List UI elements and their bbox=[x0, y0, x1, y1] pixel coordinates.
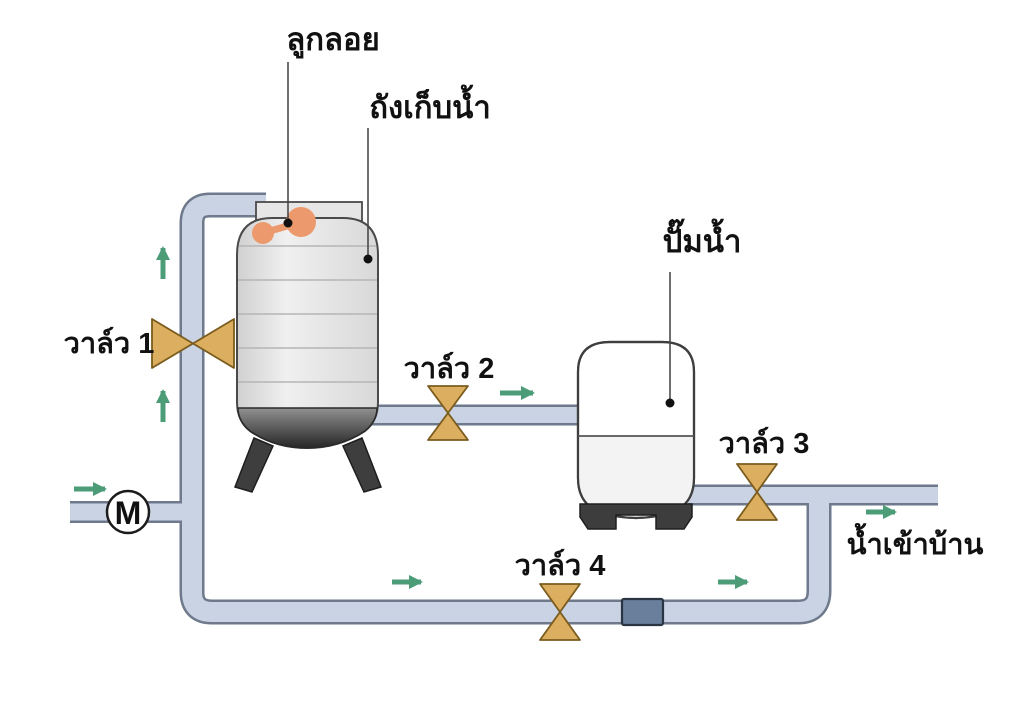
valve-1 bbox=[151, 318, 235, 369]
valve-4-bottom-wing bbox=[539, 611, 581, 641]
float-label: ลูกลอย bbox=[286, 22, 380, 59]
meter-label: M bbox=[115, 495, 142, 531]
leader-dots bbox=[283, 218, 675, 408]
valve-1-left-wing bbox=[151, 318, 194, 369]
valve-2-bottom-wing bbox=[427, 412, 469, 441]
labels: ลูกลอย ถังเก็บน้ำ ปั๊มน้ำ วาล์ว 1 วาล์ว … bbox=[64, 22, 984, 582]
float-leader-dot bbox=[283, 218, 293, 228]
valve-2-label: วาล์ว 2 bbox=[404, 351, 495, 385]
tank-leg-right bbox=[341, 437, 382, 493]
flow-arrows bbox=[74, 246, 897, 589]
pipe-network bbox=[70, 192, 938, 625]
valve-3-top-wing bbox=[736, 463, 778, 493]
valve-2 bbox=[427, 385, 469, 441]
tank-leg-left bbox=[234, 437, 275, 493]
check-valve-fitting bbox=[620, 597, 665, 627]
valve-3-bottom-wing bbox=[736, 491, 778, 521]
meter-circle bbox=[105, 489, 151, 535]
float-ball bbox=[286, 207, 316, 237]
tank-ribs bbox=[238, 245, 377, 383]
valve-1-label: วาล์ว 1 bbox=[64, 326, 155, 360]
valve-3-label: วาล์ว 3 bbox=[719, 426, 810, 460]
valve-4 bbox=[539, 583, 581, 641]
bypass-loop-pipe bbox=[182, 195, 829, 622]
water-meter: M bbox=[105, 489, 151, 535]
pump-base bbox=[579, 503, 693, 530]
water-pump bbox=[576, 340, 696, 530]
pump-lower-shell bbox=[579, 436, 693, 517]
pump-label: ปั๊มน้ำ bbox=[663, 218, 742, 259]
valve-4-label: วาล์ว 4 bbox=[515, 548, 606, 582]
valve-3 bbox=[736, 463, 778, 521]
tank-bottom-cap bbox=[237, 407, 378, 449]
tank-label: ถังเก็บน้ำ bbox=[369, 84, 491, 125]
leader-lines bbox=[287, 62, 671, 401]
water-to-house-label: น้ำเข้าบ้าน bbox=[847, 522, 984, 561]
valves bbox=[151, 318, 778, 641]
storage-tank bbox=[234, 201, 382, 493]
float-pivot bbox=[252, 222, 274, 244]
float-valve bbox=[252, 207, 316, 244]
valve-4-top-wing bbox=[539, 583, 581, 613]
pump-leader-dot bbox=[665, 398, 675, 408]
tank-leader-dot bbox=[363, 254, 373, 264]
valve-2-top-wing bbox=[427, 385, 469, 414]
valve-1-right-wing bbox=[192, 318, 235, 369]
